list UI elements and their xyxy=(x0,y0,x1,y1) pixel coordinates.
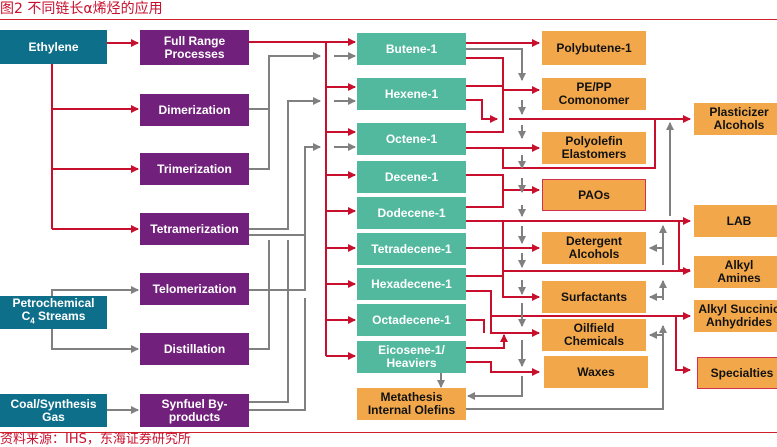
label: Coal/Synthesis Gas xyxy=(10,396,97,424)
process-full-range: Full Range Processes xyxy=(140,30,249,65)
label: Metathesis Internal Olefins xyxy=(367,390,456,417)
olefin-octadecene-1: Octadecene-1 xyxy=(357,304,466,336)
app-plasticizer-alcohols: Plasticizer Alcohols xyxy=(694,103,777,135)
label: Polybutene-1 xyxy=(556,40,632,55)
label: Telomerization xyxy=(152,281,237,296)
process-telomerization: Telomerization xyxy=(140,273,249,305)
label: Eicosene-1/ Heaviers xyxy=(378,343,445,370)
label: Alkyl Amines xyxy=(717,258,761,285)
label: Synfuel By-products xyxy=(161,396,228,424)
label: Decene-1 xyxy=(384,169,439,184)
label: Hexadecene-1 xyxy=(371,276,452,291)
olefin-octene-1: Octene-1 xyxy=(357,123,466,155)
label: Trimerization xyxy=(157,161,232,176)
label: PE/PP Comonomer xyxy=(558,80,630,107)
olefin-eicosene-heaviers: Eicosene-1/ Heaviers xyxy=(357,341,466,373)
olefin-tetradecene-1: Tetradecene-1 xyxy=(357,233,466,265)
feedstock-ethylene: Ethylene xyxy=(0,30,107,64)
process-trimerization: Trimerization xyxy=(140,153,249,185)
app-waxes: Waxes xyxy=(544,356,648,388)
label: Hexene-1 xyxy=(384,86,439,101)
footer-rule xyxy=(0,432,777,433)
process-dimerization: Dimerization xyxy=(140,94,249,126)
label: Ethylene xyxy=(28,39,79,54)
source-note: 资料来源：IHS，东海证券研究所 xyxy=(0,432,191,447)
app-detergent-alcohols: Detergent Alcohols xyxy=(542,232,646,264)
label: Surfactants xyxy=(560,289,628,304)
app-alkyl-succinic-anhydrides: Alkyl Succinic Anhydrides xyxy=(694,300,777,332)
label: Tetramerization xyxy=(150,221,239,236)
title-rule xyxy=(0,19,777,20)
label: Alkyl Succinic Anhydrides xyxy=(698,302,777,329)
label: Distillation xyxy=(163,341,226,356)
app-alkyl-amines: Alkyl Amines xyxy=(694,256,777,288)
label: Polyolefin Elastomers xyxy=(561,134,627,161)
label: Waxes xyxy=(577,364,615,379)
olefin-dodecene-1: Dodecene-1 xyxy=(357,197,466,229)
label: Octadecene-1 xyxy=(372,312,451,327)
label: Specialties xyxy=(710,365,774,380)
label: Dodecene-1 xyxy=(377,205,446,220)
olefin-hexene-1: Hexene-1 xyxy=(357,78,466,110)
label: Butene-1 xyxy=(385,41,438,56)
process-distillation: Distillation xyxy=(140,333,249,365)
label: Full Range Processes xyxy=(163,33,226,61)
app-paos: PAOs xyxy=(542,179,646,211)
app-oilfield-chemicals: Oilfield Chemicals xyxy=(542,319,646,351)
label: Dimerization xyxy=(158,102,231,117)
label: Tetradecene-1 xyxy=(371,241,452,256)
label: LAB xyxy=(726,213,752,228)
olefin-hexadecene-1: Hexadecene-1 xyxy=(357,268,466,300)
olefin-butene-1: Butene-1 xyxy=(357,33,466,65)
label: Octene-1 xyxy=(385,131,438,146)
app-specialties: Specialties xyxy=(697,357,777,389)
label: PAOs xyxy=(578,187,610,202)
metathesis-internal-olefins: Metathesis Internal Olefins xyxy=(357,388,466,420)
app-polybutene-1: Polybutene-1 xyxy=(542,31,646,65)
app-pe-pp-comonomer: PE/PP Comonomer xyxy=(542,78,646,110)
label: Oilfield Chemicals xyxy=(563,321,625,348)
app-polyolefin-elastomers: Polyolefin Elastomers xyxy=(542,132,646,164)
app-surfactants: Surfactants xyxy=(542,281,646,313)
label: Detergent Alcohols xyxy=(565,234,622,261)
figure-title: 图2 不同链长α烯烃的应用 xyxy=(0,1,163,17)
olefin-decene-1: Decene-1 xyxy=(357,161,466,193)
label: Plasticizer Alcohols xyxy=(709,105,769,132)
app-lab: LAB xyxy=(694,205,777,237)
process-synfuel: Synfuel By-products xyxy=(140,394,249,427)
process-tetramerization: Tetramerization xyxy=(140,213,249,245)
feedstock-coal-syngas: Coal/Synthesis Gas xyxy=(0,394,107,427)
